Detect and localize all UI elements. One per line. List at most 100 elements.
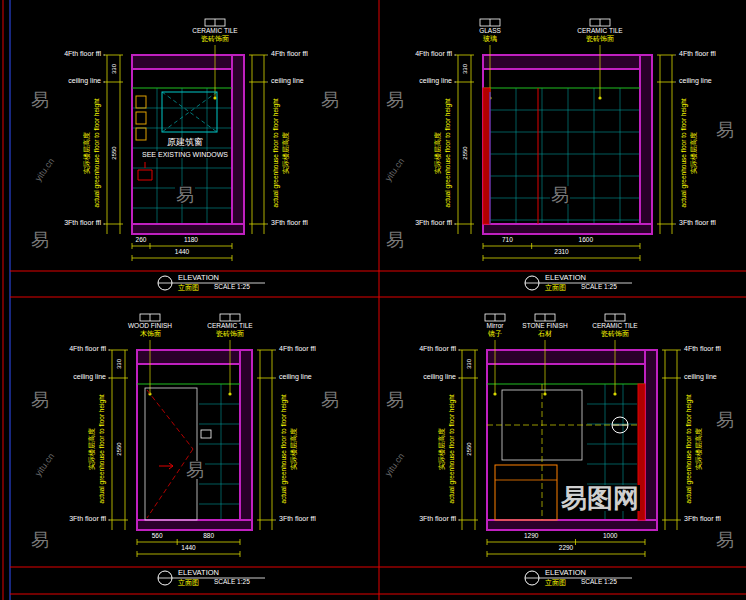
section-symbol	[612, 417, 628, 433]
dimension-tick	[455, 224, 474, 225]
leader-dot	[543, 392, 546, 395]
view-title: 立面图	[544, 579, 567, 586]
height-note: actual greenhouse floor to floor height	[681, 97, 688, 208]
dimension-tick	[240, 551, 241, 557]
scale-text: SCALE 1:25	[580, 579, 618, 586]
wall-line	[136, 350, 138, 530]
dimension-tick	[459, 350, 478, 351]
wall-section	[232, 55, 244, 234]
tile-joint	[490, 132, 640, 133]
switch-symbol	[201, 430, 211, 438]
shelf	[136, 112, 146, 124]
level-leader	[458, 520, 460, 521]
view-title: ELEVATION	[544, 274, 587, 282]
level-label: 3Fth floor ffl	[414, 219, 453, 226]
level-label: 4Fth floor ffl	[678, 50, 717, 57]
scale-text: SCALE 1:25	[580, 284, 618, 291]
scale-text: SCALE 1:25	[213, 579, 251, 586]
dimension-tick	[104, 224, 123, 225]
level-label: 4Fth floor ffl	[270, 50, 309, 57]
tile-joint	[542, 88, 543, 224]
tile-joint	[587, 444, 637, 445]
material-tag	[495, 314, 496, 321]
dimension-tick	[645, 539, 646, 545]
shelf	[136, 128, 146, 140]
tile-joint	[221, 384, 222, 520]
watermark: 易	[385, 91, 405, 109]
watermark: 易	[320, 391, 340, 409]
watermark: 易	[550, 186, 570, 204]
dimension-tick	[487, 539, 488, 545]
dimension-line	[137, 542, 240, 543]
wall-section	[240, 350, 252, 530]
material-tag	[150, 314, 151, 321]
leader-line	[230, 340, 231, 394]
door-frame	[145, 388, 197, 520]
glass-line	[490, 92, 491, 224]
section-symbol	[612, 425, 628, 426]
height-note: 实际楼层高度	[291, 427, 298, 471]
sheet-divider	[10, 297, 746, 298]
dimension-line	[475, 350, 476, 530]
material-callout: CERAMIC TILE	[576, 28, 623, 35]
view-title: 立面图	[177, 579, 200, 586]
watermark: yitu.cn	[383, 156, 406, 184]
dimension-line	[665, 350, 666, 530]
material-tag	[480, 19, 500, 26]
leader-line	[150, 340, 151, 394]
material-callout: CERAMIC TILE	[591, 323, 638, 330]
tile-joint	[490, 176, 640, 177]
height-note: 实际楼层高度	[691, 131, 698, 175]
watermark: 易	[385, 231, 405, 249]
height-note: 实际楼层高度	[435, 131, 442, 175]
level-leader	[267, 224, 268, 225]
tile-joint	[490, 110, 640, 111]
scale-text: SCALE 1:25	[213, 284, 251, 291]
dimension-tick	[232, 255, 233, 261]
arrow-symbol	[159, 463, 173, 469]
sheet-border	[10, 0, 11, 600]
material-callout: 瓷砖饰面	[200, 36, 230, 43]
dimension-text: 2550	[462, 145, 468, 160]
dimension-line	[132, 246, 232, 247]
level-leader	[675, 82, 676, 83]
dimension-tick	[240, 539, 241, 545]
tile-joint	[199, 404, 240, 405]
level-label: 3Fth floor ffl	[678, 219, 717, 226]
tile-joint	[199, 464, 240, 465]
dimension-text: 2550	[111, 145, 117, 160]
height-note: 实际楼层高度	[84, 131, 91, 175]
level-leader	[103, 55, 105, 56]
tile-joint	[490, 154, 640, 155]
glass-frame	[538, 88, 539, 224]
tile-joint	[516, 88, 517, 224]
window-note: SEE EXISTING WINDOWS	[141, 151, 229, 158]
level-leader	[680, 378, 681, 379]
dimension-text: 1000	[602, 533, 618, 540]
material-callout: STONE FINISH	[521, 323, 568, 330]
material-callout: 玻璃	[482, 36, 498, 43]
material-callout: Mirror	[486, 323, 505, 330]
dimension-tick	[104, 55, 123, 56]
material-callout: CERAMIC TILE	[206, 323, 253, 330]
level-label: ceiling line	[418, 77, 453, 84]
dimension-tick	[249, 55, 267, 56]
tile-joint	[199, 444, 240, 445]
dimension-tick	[249, 82, 267, 83]
ceiling-line	[137, 384, 240, 385]
dimension-tick	[662, 520, 680, 521]
height-note: 实际楼层高度	[283, 131, 290, 175]
dimension-line	[487, 554, 645, 555]
tile-joint	[132, 148, 232, 149]
material-tag	[615, 314, 616, 321]
tile-joint	[587, 404, 637, 405]
dimension-tick	[645, 551, 646, 557]
leader-line	[215, 45, 216, 98]
watermark: 易	[715, 531, 735, 549]
dimension-text: 1440	[174, 249, 190, 256]
dimension-text: 880	[202, 533, 215, 540]
material-callout: CERAMIC TILE	[191, 28, 238, 35]
dimension-text: 2290	[558, 545, 574, 552]
dimension-line	[677, 350, 678, 530]
view-title: ELEVATION	[177, 274, 220, 282]
